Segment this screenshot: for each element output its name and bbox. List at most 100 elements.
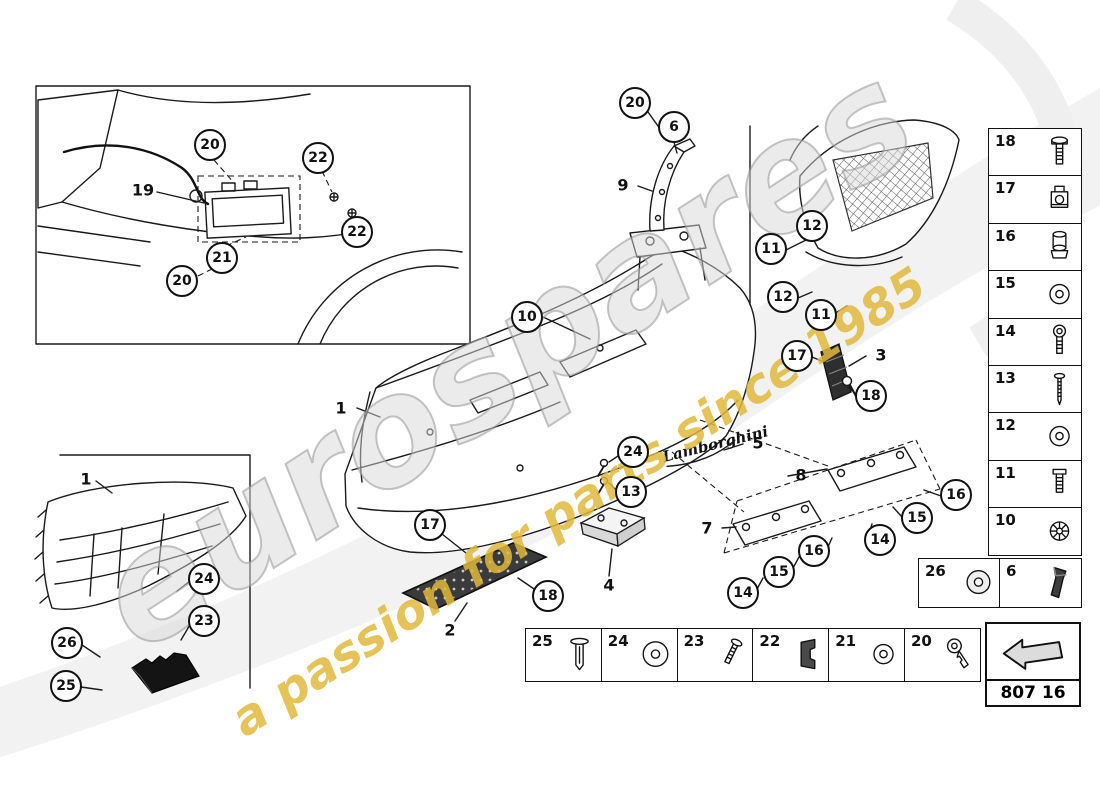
legend-part-number: 20 <box>911 632 932 650</box>
legend-part-number: 6 <box>1006 562 1017 580</box>
part-label-1: 1 <box>80 469 92 489</box>
callout-6: 6 <box>658 111 690 143</box>
legend-part-number: 11 <box>995 463 1016 482</box>
part-label-3: 3 <box>875 345 887 365</box>
callout-14: 14 <box>727 577 759 609</box>
callout-20: 20 <box>619 87 651 119</box>
star-nut-icon <box>1049 521 1070 541</box>
legend-part-number: 21 <box>835 632 857 650</box>
washer-large-icon <box>642 641 669 668</box>
diagram-part-number: 807 16 <box>985 679 1081 707</box>
washer-icon <box>1049 425 1070 447</box>
legend-item-26: 26 <box>918 558 1001 608</box>
legend-part-number: 23 <box>683 632 705 650</box>
callout-15: 15 <box>763 556 795 588</box>
part-label-1: 1 <box>335 398 347 418</box>
legend-item-10: 10 <box>988 507 1082 557</box>
flange-bolt-icon <box>1051 135 1068 165</box>
part-label-5: 5 <box>752 433 764 453</box>
leader-lines <box>80 111 942 691</box>
legend-part-number: 17 <box>995 179 1016 198</box>
legend-item-24: 24 <box>600 628 679 682</box>
part-label-4: 4 <box>603 575 615 595</box>
legend-item-21: 21 <box>828 628 906 682</box>
bushing-icon <box>1050 231 1069 259</box>
back-arrow-icon <box>1002 638 1064 670</box>
legend-item-15: 15 <box>988 270 1082 320</box>
legend-part-number: 14 <box>995 321 1016 340</box>
legend-item-13: 13 <box>988 365 1082 414</box>
license-plate-light <box>579 507 646 548</box>
callout-16: 16 <box>940 479 972 511</box>
legend-part-number: 16 <box>995 226 1016 245</box>
screw-icon <box>1052 469 1067 494</box>
washer-icon <box>1049 283 1070 305</box>
callout-12: 12 <box>796 210 828 242</box>
callout-18: 18 <box>855 380 887 412</box>
callout-22: 22 <box>302 142 334 174</box>
grommet-icon <box>966 570 991 595</box>
callout-10: 10 <box>511 301 543 333</box>
legend-item-17: 17 <box>988 175 1082 225</box>
part-label-7: 7 <box>701 518 713 538</box>
spring-clip-icon <box>800 638 816 670</box>
direction-arrow-box <box>985 622 1081 681</box>
legend-part-number: 24 <box>607 632 629 650</box>
legend-item-12: 12 <box>988 412 1082 462</box>
underside-inset <box>34 454 251 694</box>
top-left-inset <box>35 85 471 345</box>
legend-item-14: 14 <box>988 317 1082 367</box>
callout-24: 24 <box>617 436 649 468</box>
callout-17: 17 <box>781 340 813 372</box>
legend-item-23: 23 <box>676 628 754 682</box>
callout-12: 12 <box>767 281 799 313</box>
construction-lines <box>671 419 941 554</box>
socket-bolt-icon <box>1052 324 1067 355</box>
legend-part-number: 15 <box>995 274 1016 293</box>
key-bolt-icon <box>947 638 970 669</box>
grille-fragment <box>789 119 960 267</box>
bracket-9 <box>649 138 696 232</box>
legend-item-18: 18 <box>988 128 1082 177</box>
mount-plate-8 <box>827 446 917 492</box>
callout-26: 26 <box>51 627 83 659</box>
callout-16: 16 <box>798 535 830 567</box>
small-screws <box>597 458 609 495</box>
callout-17: 17 <box>414 509 446 541</box>
callout-25: 25 <box>50 670 82 702</box>
callout-21: 21 <box>206 242 238 274</box>
part-label-2: 2 <box>444 620 456 640</box>
legend-part-number: 12 <box>995 416 1016 435</box>
callout-14: 14 <box>864 524 896 556</box>
callout-18: 18 <box>532 580 564 612</box>
rivet-icon <box>570 637 590 671</box>
right-legend-column: 18 17 16 15 14 13 12 11 10 <box>988 128 1082 560</box>
clip-nut-icon <box>1050 185 1069 208</box>
washer-icon <box>872 643 894 665</box>
main-bumper-drawing <box>344 224 757 554</box>
callout-24: 24 <box>188 563 220 595</box>
part-label-19: 19 <box>131 180 155 200</box>
pan-screw-icon <box>724 638 743 665</box>
callout-15: 15 <box>901 502 933 534</box>
legend-item-11: 11 <box>988 459 1082 509</box>
callout-11: 11 <box>755 233 787 265</box>
callout-22: 22 <box>341 216 373 248</box>
legend-part-number: 25 <box>532 632 553 650</box>
legend-part-number: 22 <box>759 632 781 650</box>
pair-legend-box: 26 6 <box>918 558 1082 608</box>
legend-part-number: 18 <box>995 132 1016 150</box>
side-marker <box>820 343 860 403</box>
diffuser-grille <box>401 542 548 610</box>
bracket-icon <box>1050 566 1067 599</box>
part-label-8: 8 <box>795 465 807 485</box>
callout-20: 20 <box>166 265 198 297</box>
callout-13: 13 <box>615 476 647 508</box>
air-guide-part <box>131 652 200 694</box>
bottom-legend-row: 25 24 23 22 21 20 <box>525 628 983 682</box>
part-label-9: 9 <box>617 175 629 195</box>
callout-23: 23 <box>188 605 220 637</box>
legend-item-25: 25 <box>525 628 603 682</box>
callout-20: 20 <box>194 129 226 161</box>
